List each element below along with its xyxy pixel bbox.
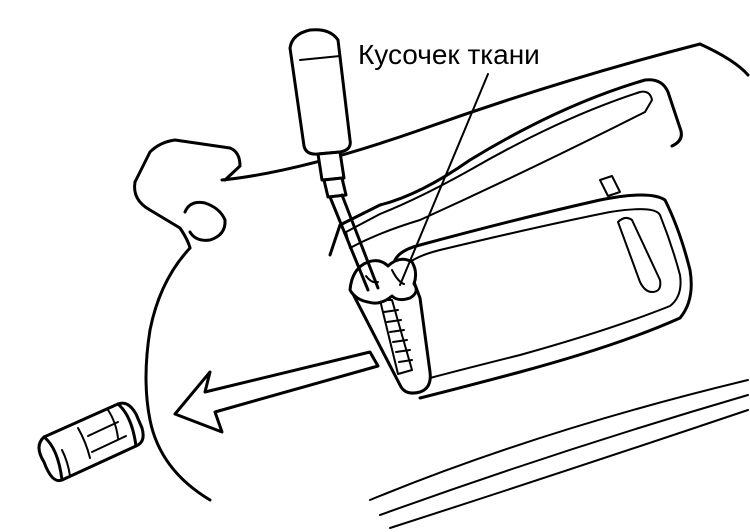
vanity-mirror xyxy=(328,78,693,400)
callout-label: Кусочек ткани xyxy=(358,39,540,70)
fuse-icon xyxy=(37,401,145,483)
sun-visor xyxy=(133,42,750,529)
screwdriver-icon xyxy=(288,28,380,292)
cloth-piece xyxy=(348,257,418,305)
arrow-icon xyxy=(173,350,380,434)
callout-leader-line xyxy=(399,73,489,286)
